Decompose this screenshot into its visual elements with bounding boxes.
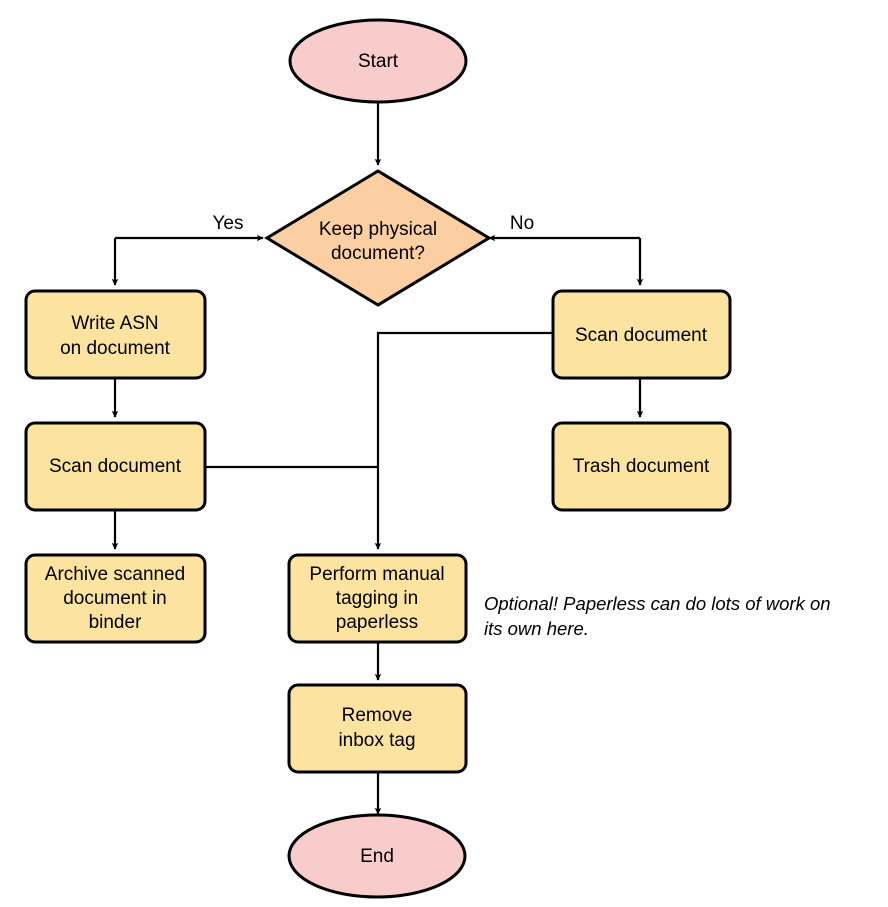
archive-label-line1: Archive scanned [45,564,185,585]
node-trash-document[interactable]: Trash document [551,421,732,512]
remove-inbox-tag-box [287,683,468,774]
trash-document-box [551,421,732,512]
edge-label-no: No [510,213,534,234]
start-ellipse [288,18,468,104]
node-remove-inbox-tag[interactable]: Remove inbox tag [287,683,468,774]
start-label: Start [358,51,399,72]
end-ellipse [287,813,467,899]
scan-document-right-box [551,289,732,380]
edges-layer [111,102,644,815]
decision-label-line2: document? [331,243,425,264]
node-start[interactable]: Start [288,18,468,104]
end-label: End [360,846,394,867]
edge-scanright-to-manualtagging [374,331,553,550]
decision-diamond [264,169,492,307]
annotation-line1: Optional! Paperless can do lots of work … [484,593,831,614]
archive-label-line3: binder [89,612,142,633]
node-archive-scanned-document[interactable]: Archive scanned document in binder [24,553,207,644]
edge-labels-layer: Yes No [213,213,535,234]
node-scan-document-right[interactable]: Scan document [551,289,732,380]
write-asn-label-line2: on document [60,338,171,359]
annotation-line2: its own here. [484,618,589,639]
remove-inbox-tag-label-line2: inbox tag [338,730,415,751]
scan-document-left-box [24,421,207,512]
write-asn-label-line1: Write ASN [71,313,158,334]
node-write-asn[interactable]: Write ASN on document [24,289,207,380]
edge-label-yes: Yes [213,213,244,234]
annotation-optional-paperless: Optional! Paperless can do lots of work … [484,593,831,639]
scan-document-left-label: Scan document [49,456,182,477]
node-decision-keep-physical-document[interactable]: Keep physical document? [264,169,492,307]
node-scan-document-left[interactable]: Scan document [24,421,207,512]
scan-document-right-label: Scan document [575,325,708,346]
manual-tagging-label-line2: tagging in [336,588,418,609]
decision-label-line1: Keep physical [319,219,437,240]
manual-tagging-box [287,553,468,644]
node-perform-manual-tagging[interactable]: Perform manual tagging in paperless [287,553,468,644]
remove-inbox-tag-label-line1: Remove [342,705,413,726]
archive-label-line2: document in [63,588,167,609]
node-end[interactable]: End [287,813,467,899]
trash-document-label: Trash document [573,456,710,477]
manual-tagging-label-line1: Perform manual [309,564,444,585]
manual-tagging-label-line3: paperless [336,612,418,633]
write-asn-box [24,289,207,380]
archive-box [24,553,207,644]
